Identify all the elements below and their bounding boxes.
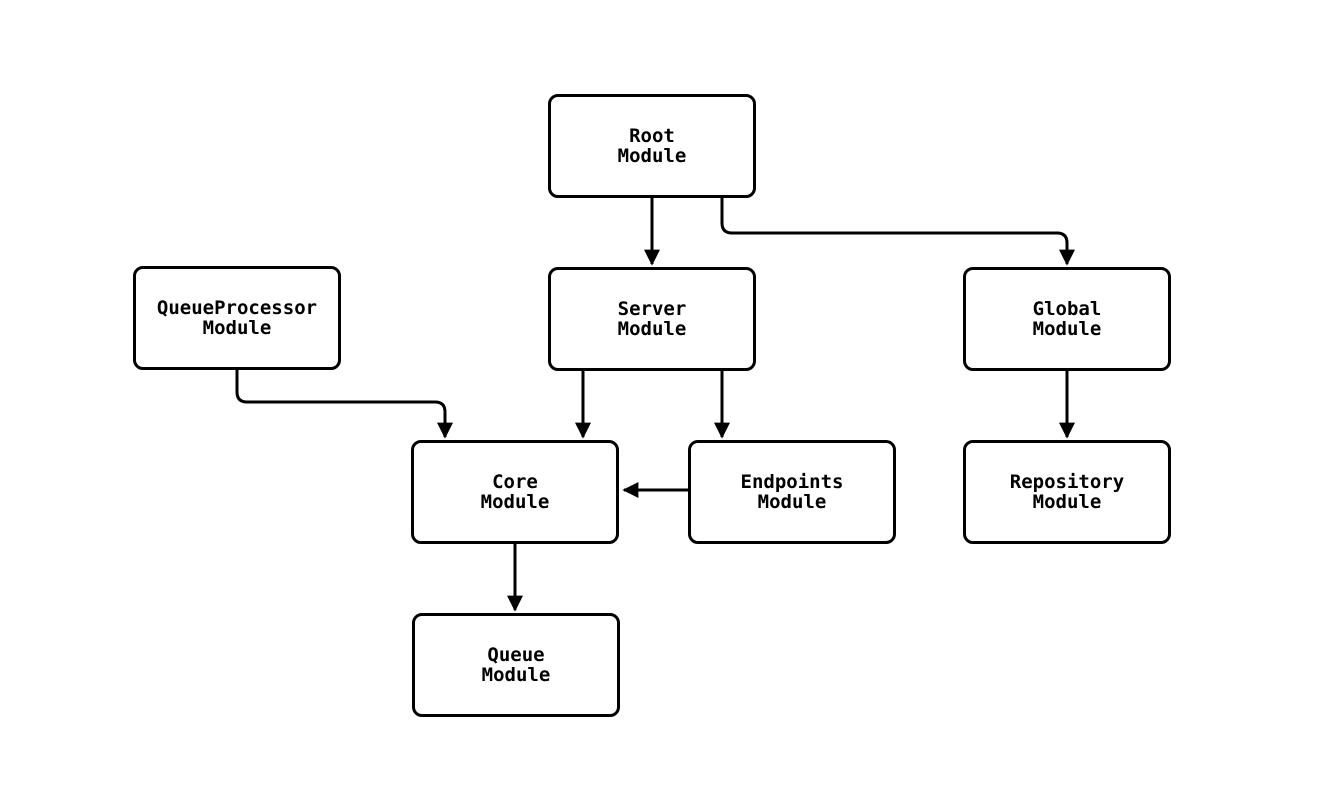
node-global-module: Global Module bbox=[963, 267, 1171, 371]
node-core-module-label: Core Module bbox=[480, 471, 550, 513]
node-root-module: Root Module bbox=[548, 94, 756, 198]
edge-queueprocessor-to-core bbox=[235, 370, 453, 439]
node-global-module-label: Global Module bbox=[1032, 298, 1102, 340]
node-core-module: Core Module bbox=[411, 440, 619, 544]
node-repository-module: Repository Module bbox=[963, 440, 1171, 544]
node-server-module: Server Module bbox=[548, 267, 756, 371]
node-root-module-label: Root Module bbox=[617, 125, 687, 167]
node-queueprocessor-module-label: QueueProcessor Module bbox=[156, 297, 318, 339]
node-queueprocessor-module: QueueProcessor Module bbox=[133, 266, 341, 370]
node-endpoints-module: Endpoints Module bbox=[688, 440, 896, 544]
node-endpoints-module-label: Endpoints Module bbox=[740, 471, 844, 513]
node-queue-module-label: Queue Module bbox=[481, 644, 551, 686]
edge-root-to-global bbox=[720, 196, 1075, 266]
node-repository-module-label: Repository Module bbox=[1009, 471, 1125, 513]
node-queue-module: Queue Module bbox=[412, 613, 620, 717]
node-server-module-label: Server Module bbox=[617, 298, 687, 340]
